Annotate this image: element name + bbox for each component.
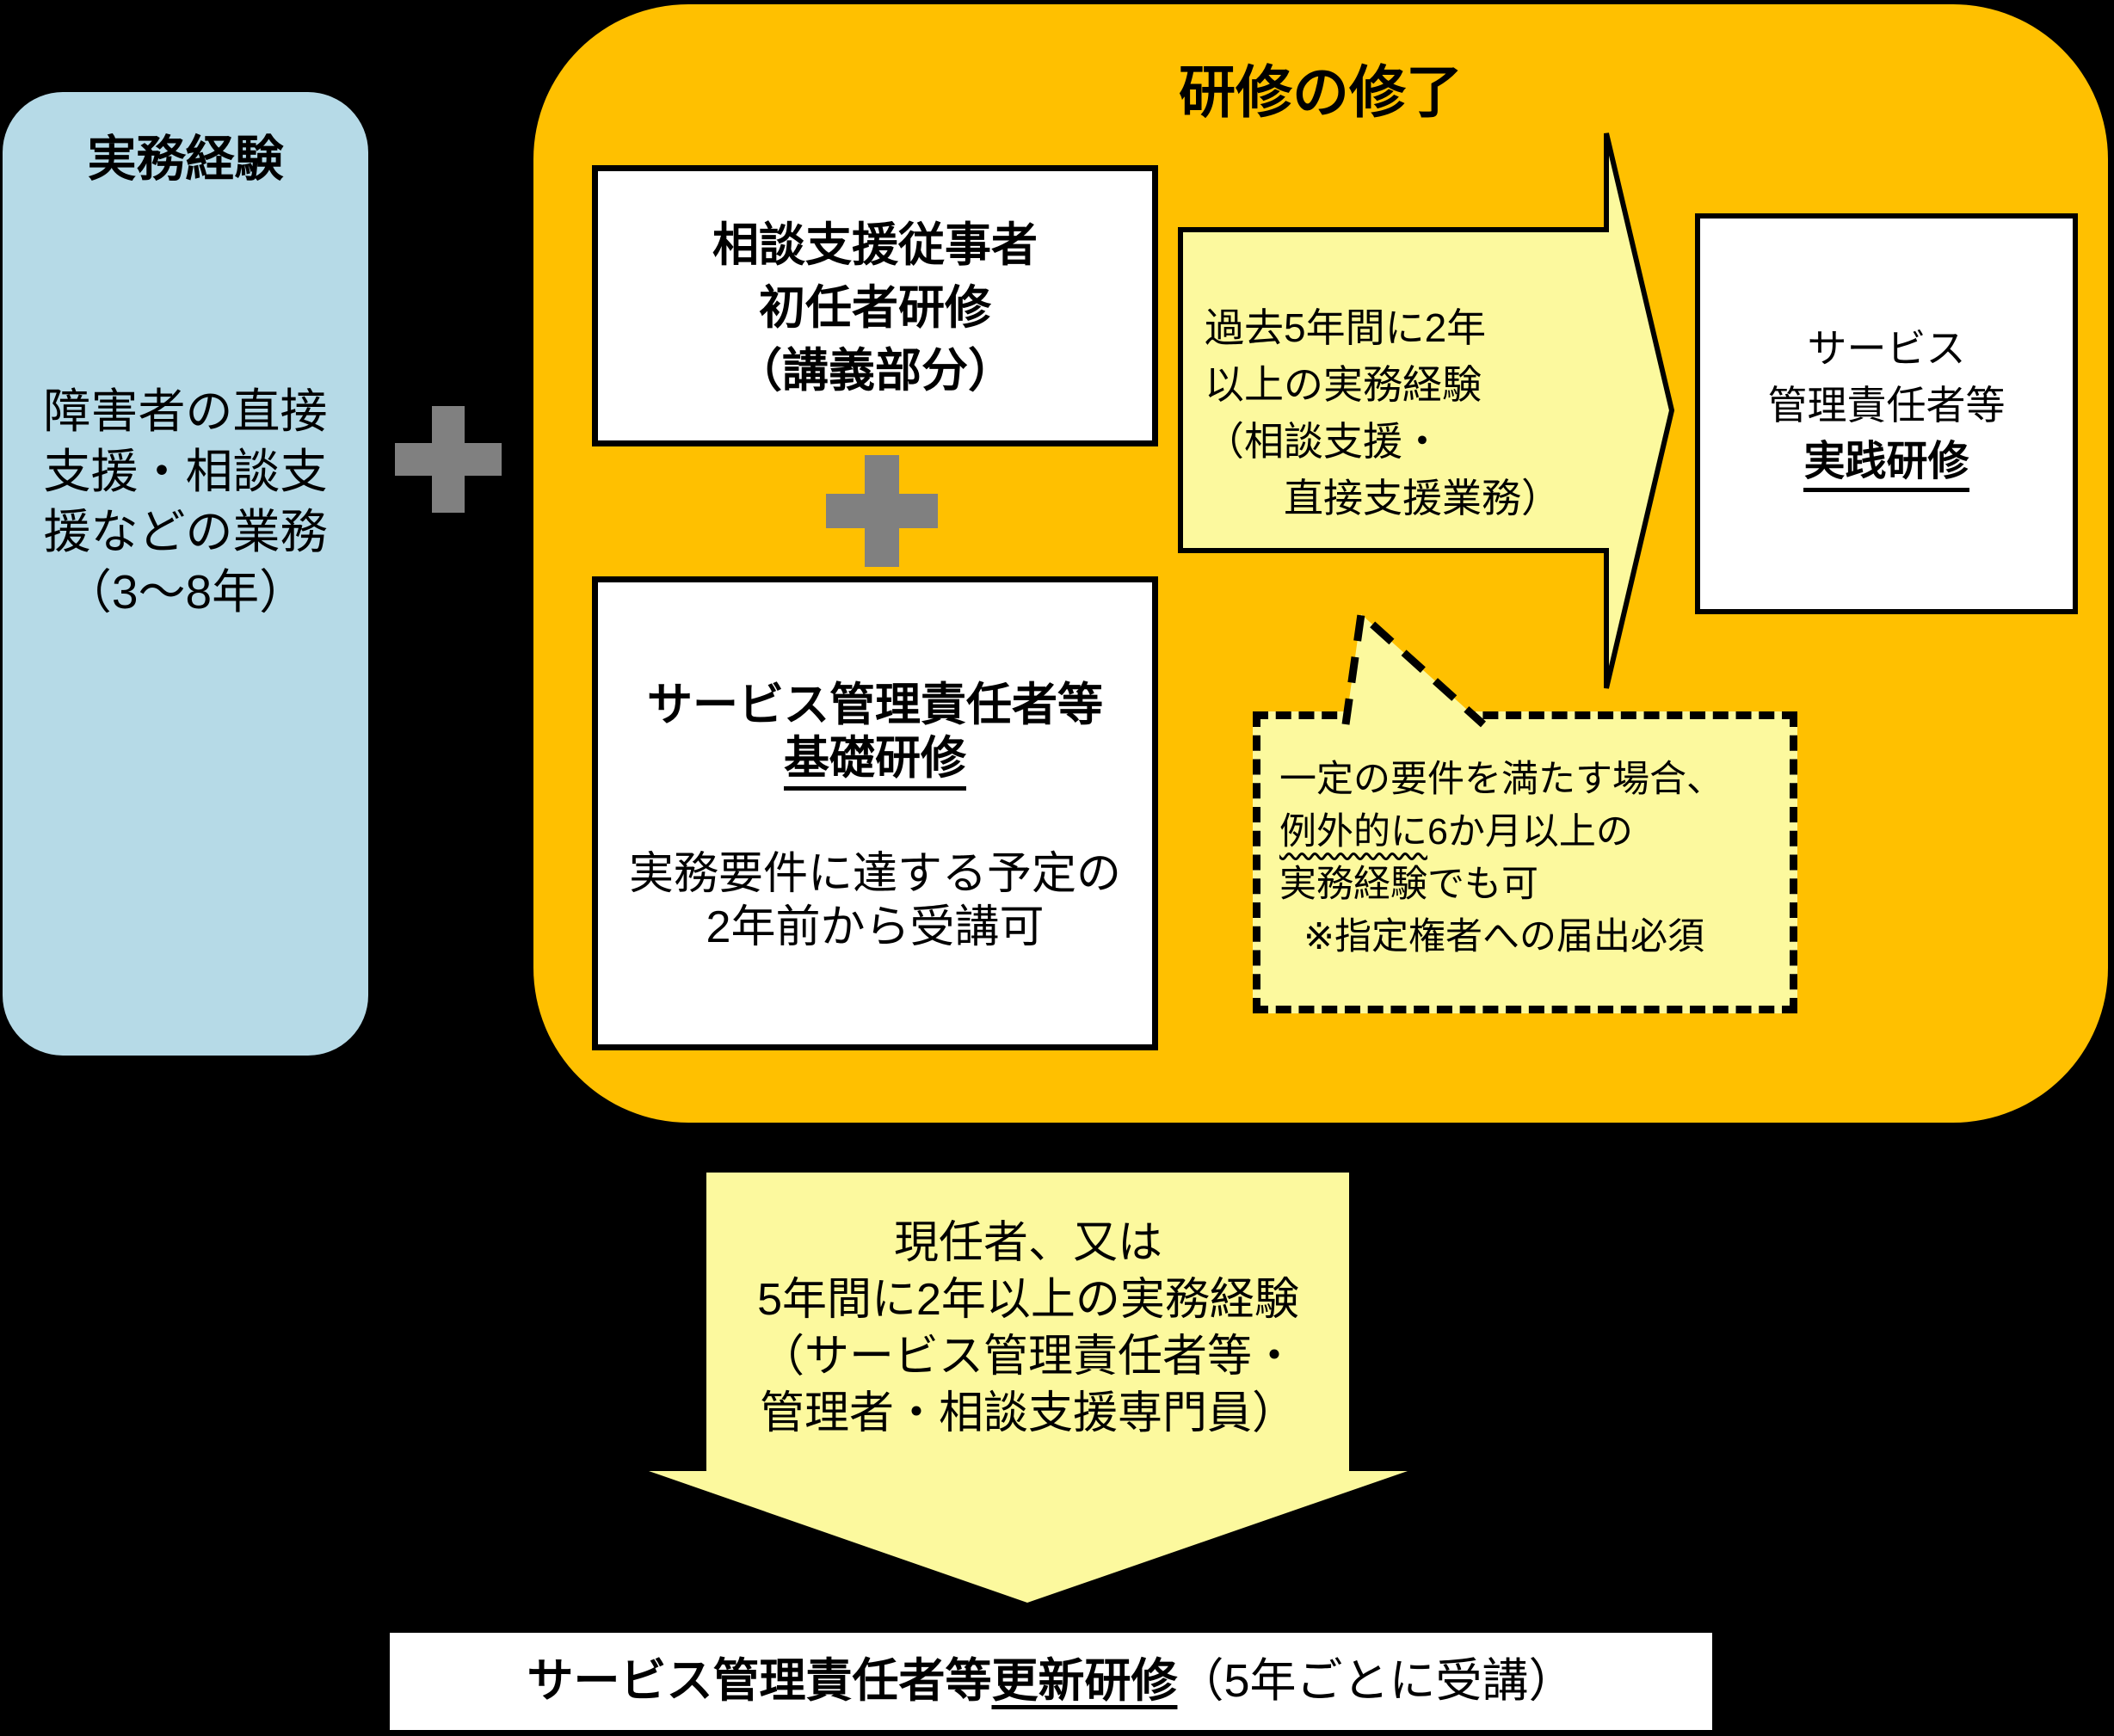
experience-box-body: 障害者の直接 支援・相談支 援などの業務 （3～8年） [3, 381, 368, 622]
renewal-arrow-line: 管理者・相談支援専門員） [759, 1388, 1297, 1438]
basic-box-body-line: 実務要件に達する予定の [628, 849, 1121, 900]
practice-box-line: 管理責任者等 [1767, 383, 2006, 428]
beginner-box-line: 相談支援従事者 [712, 219, 1038, 271]
experience-arrow-line: （相談支援・ [1205, 419, 1442, 464]
exception-line: 一定の要件を満たす場合、 [1279, 759, 1723, 800]
beginner-training-box: 相談支援従事者 初任者研修 （講義部分） [592, 165, 1158, 446]
renewal-bar-underlined-text: 更新研修 [991, 1655, 1178, 1707]
plus-icon-bar [865, 455, 899, 567]
basic-box-subtitle-underlined: 基礎研修 [784, 733, 966, 791]
practice-box-line: サービス [1807, 326, 1966, 371]
experience-body-line: 支援・相談支 [43, 445, 328, 498]
renewal-training-bar: サービス管理責任者等更新研修（5年ごとに受講） [390, 1633, 1712, 1730]
plus-icon-bar [432, 406, 465, 513]
beginner-box-line: 初任者研修 [759, 282, 991, 334]
renewal-arrow-text: 現任者、又は 5年間に2年以上の実務経験 （サービス管理責任者等・ 管理者・相談… [706, 1215, 1351, 1442]
renewal-arrow-line: 5年間に2年以上の実務経験 [757, 1275, 1299, 1325]
plus-icon [826, 455, 938, 567]
exception-line-rest: 6か月以上の [1427, 811, 1633, 853]
practice-training-box: サービス 管理責任者等 実践研修 [1695, 213, 2078, 614]
experience-body-line: 障害者の直接 [43, 385, 328, 438]
experience-body-line: （3～8年） [64, 565, 307, 619]
exception-line: 実務経験でも可 [1279, 864, 1538, 905]
experience-body-line: 援などの業務 [43, 505, 328, 558]
experience-box-title: 実務経験 [87, 132, 284, 187]
experience-arrow-text: 過去5年間に2年 以上の実務経験 （相談支援・ 直接支援業務） [1205, 299, 1686, 526]
renewal-arrow-line: 現任者、又は [893, 1218, 1162, 1268]
renewal-arrow-line: （サービス管理責任者等・ [759, 1332, 1297, 1382]
renewal-bar-normal-text: （5年ごとに受講） [1177, 1655, 1575, 1707]
basic-training-box: サービス管理責任者等 基礎研修 実務要件に達する予定の 2年前から受講可 [592, 576, 1158, 1050]
experience-arrow-line: 過去5年間に2年 [1205, 305, 1487, 350]
experience-arrow-line: 以上の実務経験 [1205, 362, 1482, 407]
plus-icon [395, 406, 502, 513]
basic-box-body-line: 2年前から受講可 [706, 902, 1045, 953]
renewal-bar-bold-text: サービス管理責任者等 [527, 1655, 992, 1707]
exception-wavy-underline-text: 例外的に [1279, 811, 1427, 853]
exception-callout-box: 一定の要件を満たす場合、 例外的に6か月以上の 実務経験でも可 ※指定権者への届… [1253, 711, 1797, 1013]
beginner-box-line: （講義部分） [736, 345, 1014, 397]
experience-box: 実務経験 障害者の直接 支援・相談支 援などの業務 （3～8年） [3, 92, 368, 1056]
exception-note-line: ※指定権者への届出必須 [1304, 916, 1705, 957]
basic-box-title: サービス管理責任者等 [647, 680, 1103, 730]
experience-arrow-line: 直接支援業務） [1205, 476, 1561, 520]
exception-line: 例外的に6か月以上の [1279, 806, 1790, 859]
training-section-title: 研修の修了 [1179, 60, 1463, 124]
practice-box-emphasis-underlined: 実践研修 [1803, 439, 1969, 492]
